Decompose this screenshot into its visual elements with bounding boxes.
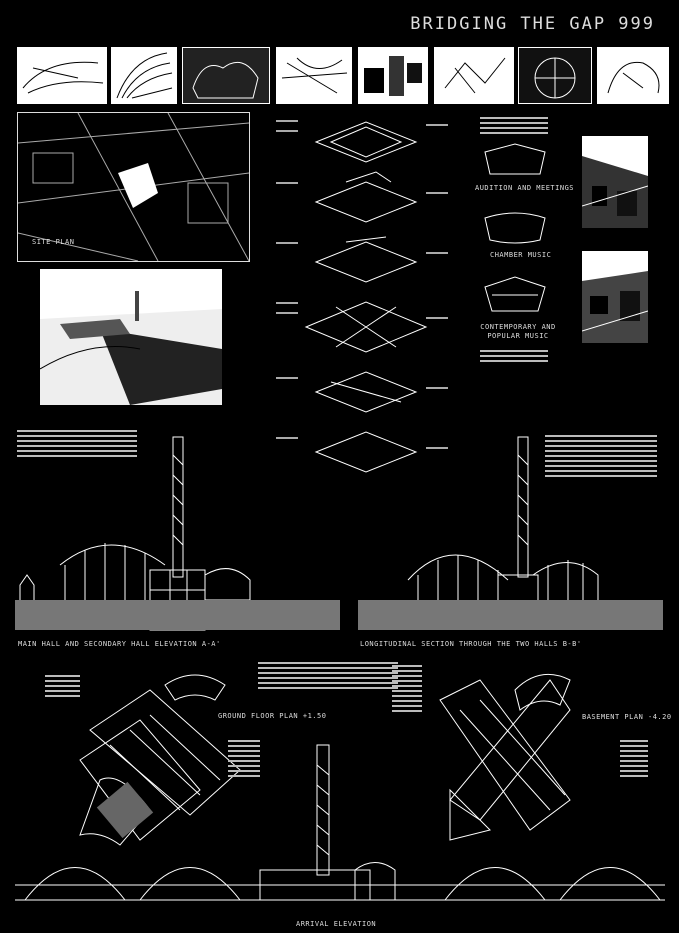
right-notes (480, 350, 548, 365)
hall-types-note (480, 117, 548, 137)
aerial-perspective-image (40, 269, 222, 405)
site-photo-bottom (582, 251, 648, 343)
right-section-caption: LONGITUDINAL SECTION THROUGH THE TWO HAL… (360, 640, 582, 648)
thumbnail-sketch-1 (17, 47, 107, 104)
site-photo-top (582, 136, 648, 228)
thumbnail-sketch-6 (434, 47, 514, 104)
thumbnail-sketch-4 (276, 47, 352, 104)
exploded-axonometric-diagrams (276, 112, 451, 492)
hall-type-contemporary-diagram (480, 275, 550, 315)
thumbnail-sketch-7 (518, 47, 592, 104)
site-plan-panel (17, 112, 250, 262)
main-hall-elevation-drawing (15, 435, 340, 635)
poster-title: BRIDGING THE GAP 999 (410, 14, 655, 34)
left-description-text (17, 430, 137, 460)
right-description-text (545, 435, 657, 480)
site-plan-label: SITE PLAN (32, 238, 75, 246)
thumbnail-sketch-3 (182, 47, 270, 104)
concept-note-text (258, 662, 398, 692)
arrival-elevation-caption: ARRIVAL ELEVATION (296, 920, 377, 928)
hall-type-audition-label: AUDITION AND MEETINGS (475, 184, 575, 192)
longitudinal-section-drawing (358, 435, 663, 635)
thumbnail-sketch-2 (111, 47, 177, 104)
basement-legend-left (392, 665, 422, 715)
left-elevation-caption: MAIN HALL AND SECONDARY HALL ELEVATION A… (18, 640, 221, 648)
ground-floor-plan-drawing (40, 660, 270, 860)
hall-type-audition-diagram (480, 142, 550, 180)
hall-type-chamber-label: CHAMBER MUSIC (490, 251, 552, 259)
ground-plan-legend-right (228, 740, 260, 780)
ground-plan-legend-left (45, 675, 80, 700)
basement-plan-caption: BASEMENT PLAN -4.20 (582, 713, 672, 721)
arrival-elevation-drawing (15, 740, 665, 915)
thumbnail-sketch-5 (358, 47, 428, 104)
basement-plan-drawing (420, 660, 580, 850)
ground-floor-plan-caption: GROUND FLOOR PLAN +1.50 (218, 712, 327, 720)
hall-type-chamber-diagram (480, 208, 550, 246)
hall-type-contemporary-label: CONTEMPORARY AND POPULAR MUSIC (480, 323, 556, 340)
basement-legend-right (620, 740, 648, 780)
thumbnail-sketch-8 (597, 47, 669, 104)
